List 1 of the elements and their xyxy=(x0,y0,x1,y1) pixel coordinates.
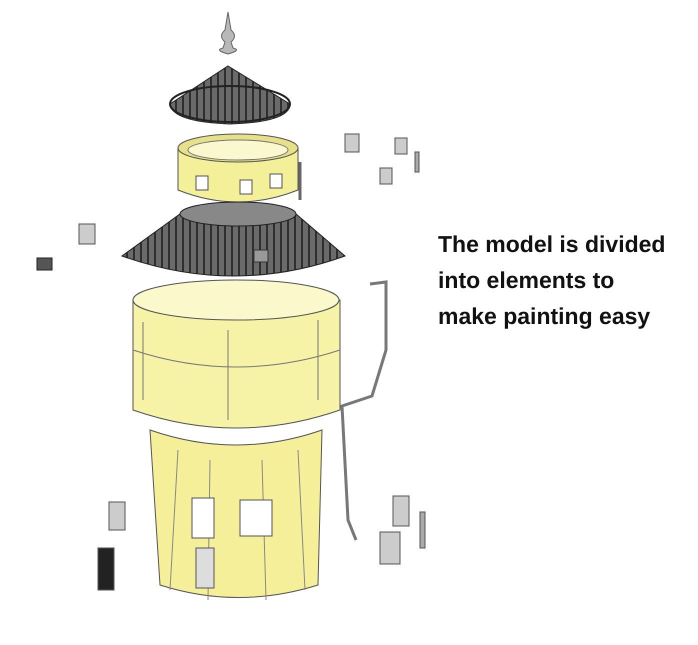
description-text: The model is divided into elements to make painting easy xyxy=(438,230,666,331)
